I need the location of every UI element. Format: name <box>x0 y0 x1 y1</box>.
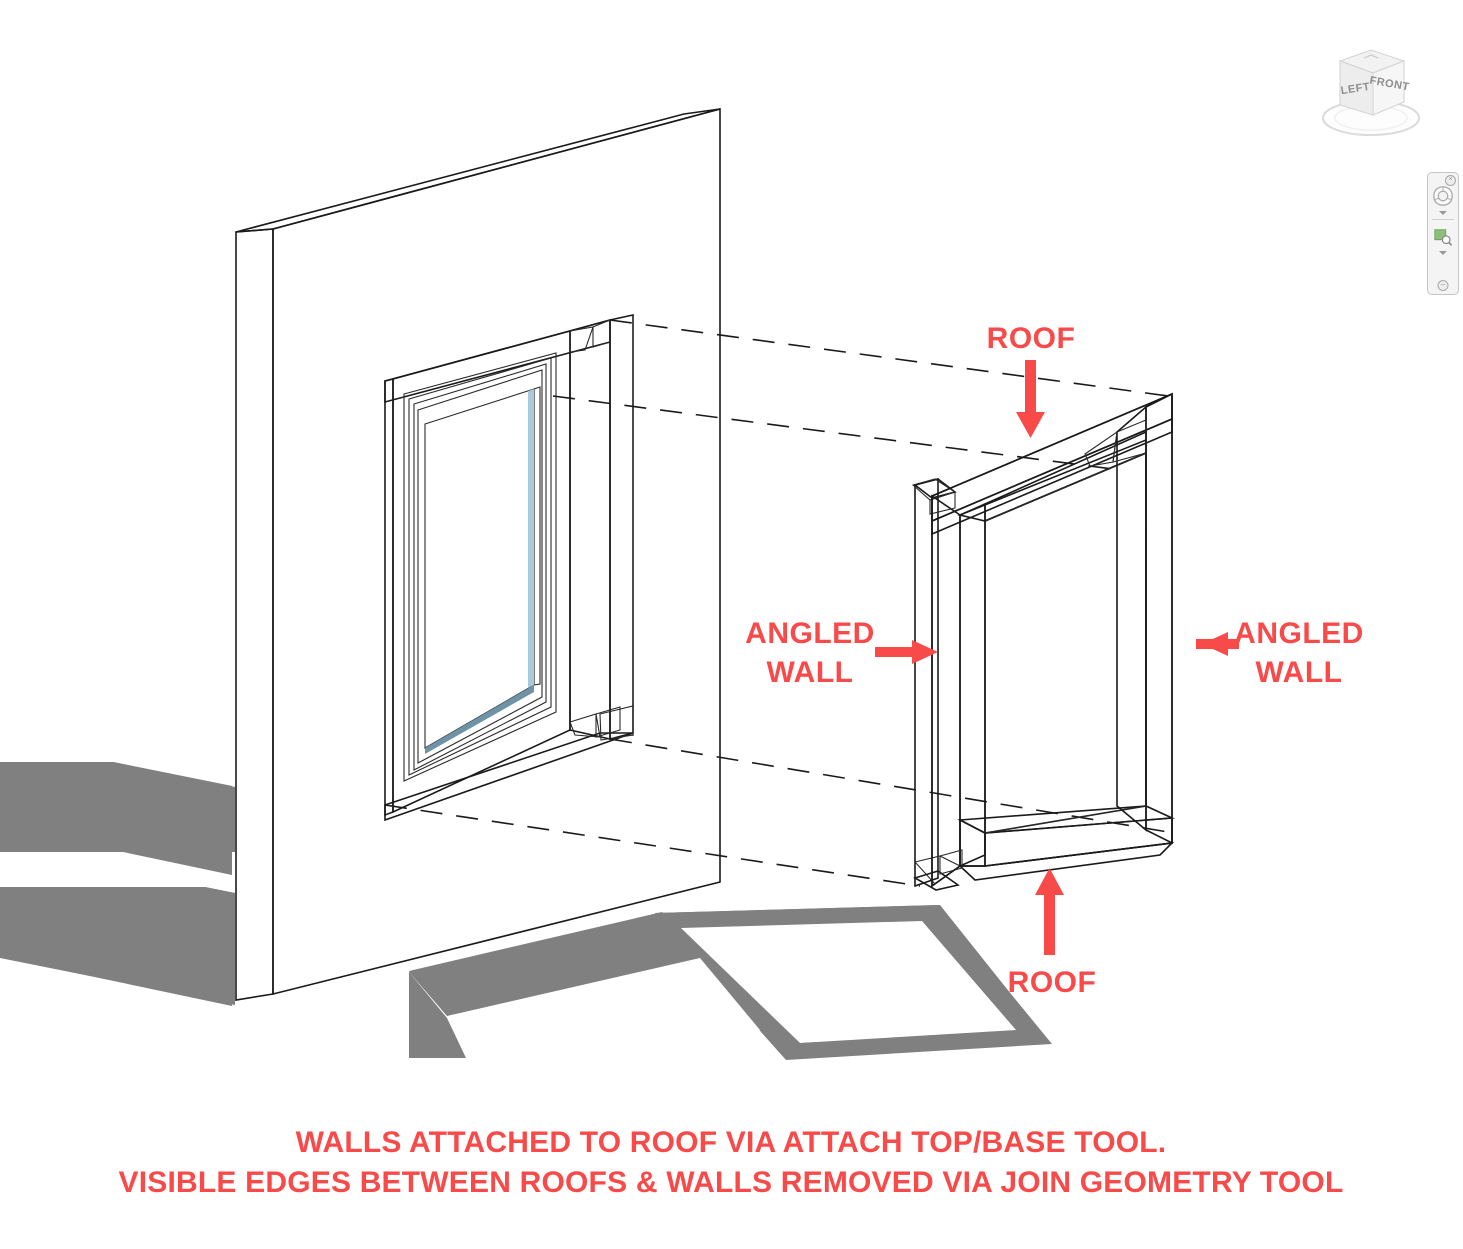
steering-wheel-icon[interactable] <box>1432 185 1454 207</box>
wall-with-window[interactable] <box>235 107 721 1001</box>
navbar-minimize-button[interactable]: – <box>1437 280 1449 291</box>
view-cube[interactable]: LEFT FRONT <box>1296 40 1456 165</box>
arrow-down-icon <box>1016 360 1045 438</box>
zoom-chevron-down-icon[interactable] <box>1439 251 1447 255</box>
cube-home-arrows-icon <box>1363 54 1379 59</box>
arrow-right-icon <box>875 640 938 664</box>
annotation-angled-wall-left: ANGLED WALL <box>745 617 938 689</box>
caption: WALLS ATTACHED TO ROOF VIA ATTACH TOP/BA… <box>119 1126 1344 1199</box>
annotation-roof-bottom: ROOF <box>1008 868 1097 999</box>
compass-fill <box>1327 103 1415 133</box>
caption-line-2: VISIBLE EDGES BETWEEN ROOFS & WALLS REMO… <box>119 1166 1344 1199</box>
arrow-up-icon <box>1035 868 1064 955</box>
annotation-label-line1: ANGLED <box>745 617 875 650</box>
wall-ground-shadow-bands <box>0 762 235 1005</box>
frame-ground-shadow-ring <box>409 905 1052 1060</box>
arrow-left-icon <box>1196 632 1239 656</box>
navbar-divider <box>1432 219 1454 220</box>
annotation-label-line2: WALL <box>1256 656 1343 689</box>
cube-face-front[interactable] <box>1372 60 1405 116</box>
navigation-bar[interactable]: × – <box>1427 172 1459 295</box>
navbar-close-button[interactable]: × <box>1445 175 1456 186</box>
cube-label-left: LEFT <box>1340 81 1371 97</box>
projection-dashed-lines <box>384 319 1169 887</box>
annotation-label-line2: WALL <box>767 656 854 689</box>
annotation-angled-wall-right: ANGLED WALL <box>1196 617 1364 689</box>
annotation-label: ROOF <box>987 322 1076 355</box>
annotation-roof-top: ROOF <box>987 322 1076 438</box>
annotation-label-line1: ANGLED <box>1234 617 1364 650</box>
caption-line-1: WALLS ATTACHED TO ROOF VIA ATTACH TOP/BA… <box>296 1126 1167 1159</box>
annotation-label: ROOF <box>1008 966 1097 999</box>
wheel-chevron-down-icon[interactable] <box>1439 211 1447 215</box>
exploded-wall-roof-frame[interactable] <box>911 392 1176 891</box>
zoom-region-icon[interactable] <box>1433 227 1453 247</box>
